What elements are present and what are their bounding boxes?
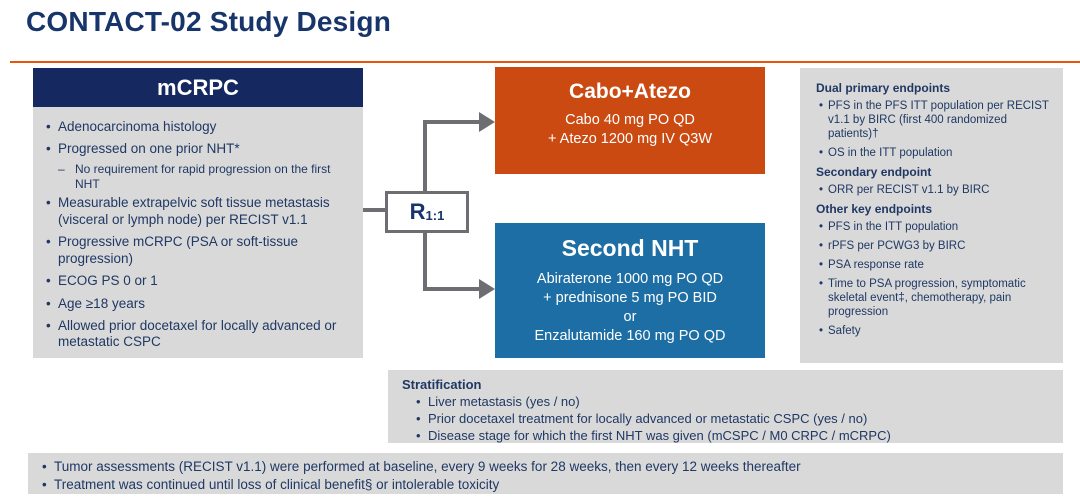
connector-line (423, 120, 480, 124)
eligibility-header: mCRPC (33, 68, 363, 107)
stratification-item: Liver metastasis (yes / no) (414, 394, 1053, 411)
randomization-ratio: 1:1 (425, 207, 445, 223)
arm-second-nht: Second NHT Abiraterone 1000 mg PO QD + p… (495, 223, 765, 358)
arm-title: Cabo+Atezo (569, 80, 691, 103)
arm-dose-line: + Atezo 1200 mg IV Q3W (547, 130, 713, 147)
arrowhead-icon (479, 279, 495, 299)
arm-title: Second NHT (561, 235, 699, 261)
connector-line (423, 231, 427, 291)
eligibility-item: Age ≥18 years (43, 296, 355, 313)
eligibility-item: Progressive mCRPC (PSA or soft-tissue pr… (43, 234, 355, 267)
endpoints-panel: Dual primary endpoints PFS in the PFS IT… (800, 68, 1063, 363)
endpoint-item: PSA response rate (816, 258, 1053, 272)
stratification-panel: Stratification Liver metastasis (yes / n… (388, 370, 1063, 445)
eligibility-item: Adenocarcinoma histology (43, 119, 355, 136)
eligibility-list: Adenocarcinoma histology Progressed on o… (43, 119, 355, 351)
endpoint-item: PFS in the ITT population (816, 220, 1053, 234)
endpoints-list: PFS in the ITT population rPFS per PCWG3… (816, 220, 1053, 338)
arm-dose-line: Cabo 40 mg PO QD (565, 112, 695, 128)
stratification-item: Disease stage for which the first NHT wa… (414, 428, 1053, 445)
footnote-panel: Tumor assessments (RECIST v1.1) were per… (28, 453, 1063, 494)
endpoints-heading: Secondary endpoint (816, 165, 932, 180)
footnote-item: Tumor assessments (RECIST v1.1) were per… (40, 458, 1053, 476)
connector-line (363, 208, 389, 212)
arm-dose-line: Enzalutamide 160 mg PO QD (534, 327, 726, 344)
arrowhead-icon (479, 112, 495, 132)
title-divider (10, 61, 1080, 63)
eligibility-item: Measurable extrapelvic soft tissue metas… (43, 195, 355, 228)
footnote-list: Tumor assessments (RECIST v1.1) were per… (40, 458, 1053, 493)
footnote-item: Treatment was continued until loss of cl… (40, 476, 1053, 494)
endpoint-item: Time to PSA progression, symptomatic ske… (816, 277, 1053, 319)
stratification-list: Liver metastasis (yes / no) Prior doceta… (402, 394, 1053, 445)
arm-dose-line: + prednisone 5 mg PO BID (543, 289, 717, 306)
endpoint-item: ORR per RECIST v1.1 by BIRC (816, 183, 1053, 197)
connector-line (423, 120, 427, 194)
endpoints-list: ORR per RECIST v1.1 by BIRC (816, 183, 1053, 197)
endpoints-heading: Dual primary endpoints (816, 81, 951, 95)
arm-cabo-atezo: Cabo+Atezo Cabo 40 mg PO QD + Atezo 1200… (495, 67, 765, 174)
eligibility-item: Progressed on one prior NHT* (43, 141, 355, 158)
eligibility-subitem: No requirement for rapid progression on … (58, 162, 355, 191)
eligibility-item: ECOG PS 0 or 1 (43, 273, 355, 290)
eligibility-panel: mCRPC Adenocarcinoma histology Progresse… (33, 68, 363, 358)
endpoint-item: PFS in the PFS ITT population per RECIST… (816, 99, 1053, 141)
endpoint-item: OS in the ITT population (816, 146, 1053, 160)
page-title: CONTACT-02 Study Design (26, 6, 392, 37)
arm-dose-line: Abiraterone 1000 mg PO QD (536, 271, 724, 287)
endpoints-heading: Other key endpoints (816, 202, 933, 217)
stratification-heading: Stratification (402, 377, 482, 392)
stratification-item: Prior docetaxel treatment for locally ad… (414, 411, 1053, 428)
connector-line (423, 287, 480, 291)
endpoint-item: Safety (816, 324, 1053, 338)
arm-dose-line: or (623, 308, 637, 325)
randomization-label: R (409, 199, 426, 224)
endpoints-list: PFS in the PFS ITT population per RECIST… (816, 99, 1053, 160)
eligibility-item: Allowed prior docetaxel for locally adva… (43, 318, 355, 351)
endpoint-item: rPFS per PCWG3 by BIRC (816, 239, 1053, 253)
